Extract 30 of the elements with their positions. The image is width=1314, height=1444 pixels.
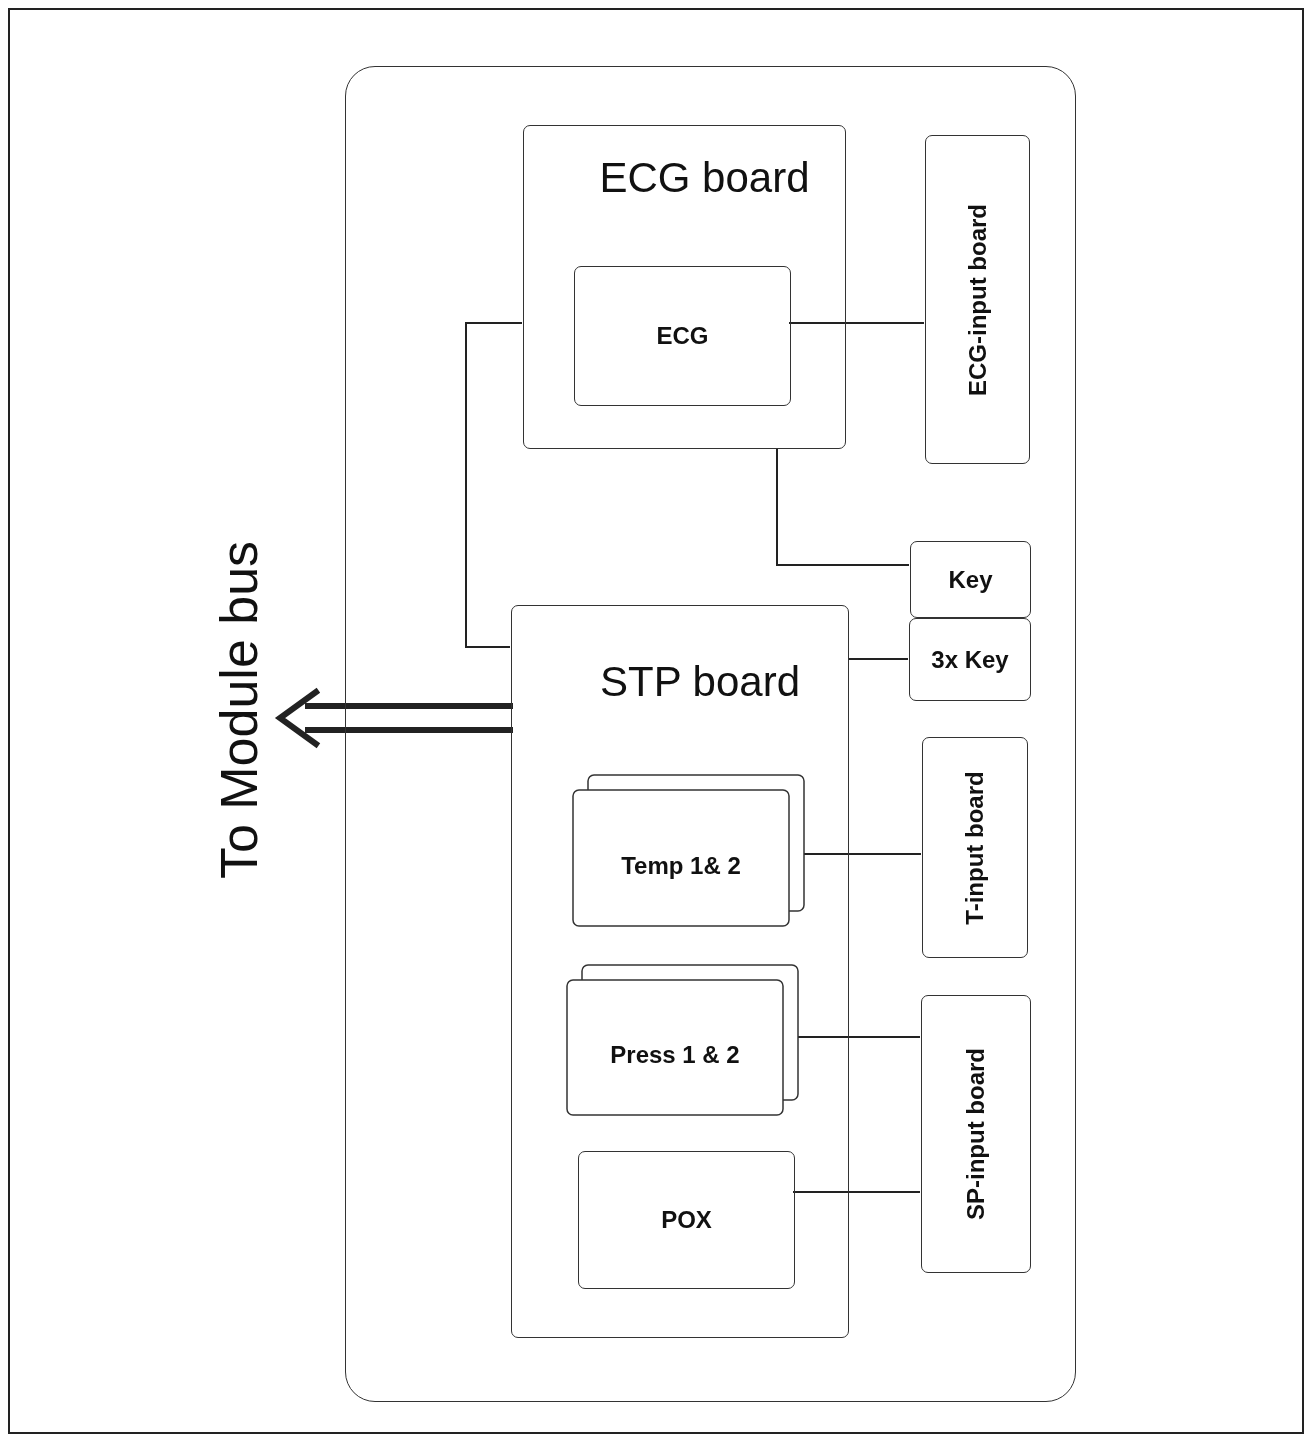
board-box (523, 125, 846, 449)
component-label: Temp 1& 2 (620, 851, 742, 880)
board-label: T-input board (961, 769, 989, 927)
module-frame (345, 66, 1076, 1402)
component-box (574, 266, 791, 406)
component-label: Press 1 & 2 (609, 1041, 741, 1070)
key-label: 3x Key (930, 645, 1010, 674)
board-box (511, 605, 849, 1338)
stacked-component-box (566, 964, 799, 1116)
connector-line (776, 447, 910, 566)
key-label: Key (947, 565, 994, 594)
connector-line (788, 322, 925, 324)
component-label: ECG (655, 322, 710, 350)
component-box (578, 1151, 795, 1289)
stacked-component-box (572, 774, 805, 927)
bus-arrow (274, 689, 513, 747)
board-label: SP-input board (962, 1047, 990, 1222)
connector-line (792, 1191, 921, 1193)
board-title: ECG board (598, 154, 811, 202)
bus-label: To Module bus (210, 539, 270, 882)
board-label: ECG-input board (963, 202, 992, 398)
input-board-box (921, 995, 1031, 1273)
key-box (909, 618, 1031, 701)
key-box (910, 541, 1031, 618)
connector-line (465, 322, 523, 648)
connector-line (847, 658, 909, 660)
board-title: STP board (599, 658, 801, 706)
input-board-box (922, 737, 1028, 958)
input-board-box (925, 135, 1030, 464)
component-label: POX (660, 1206, 713, 1234)
